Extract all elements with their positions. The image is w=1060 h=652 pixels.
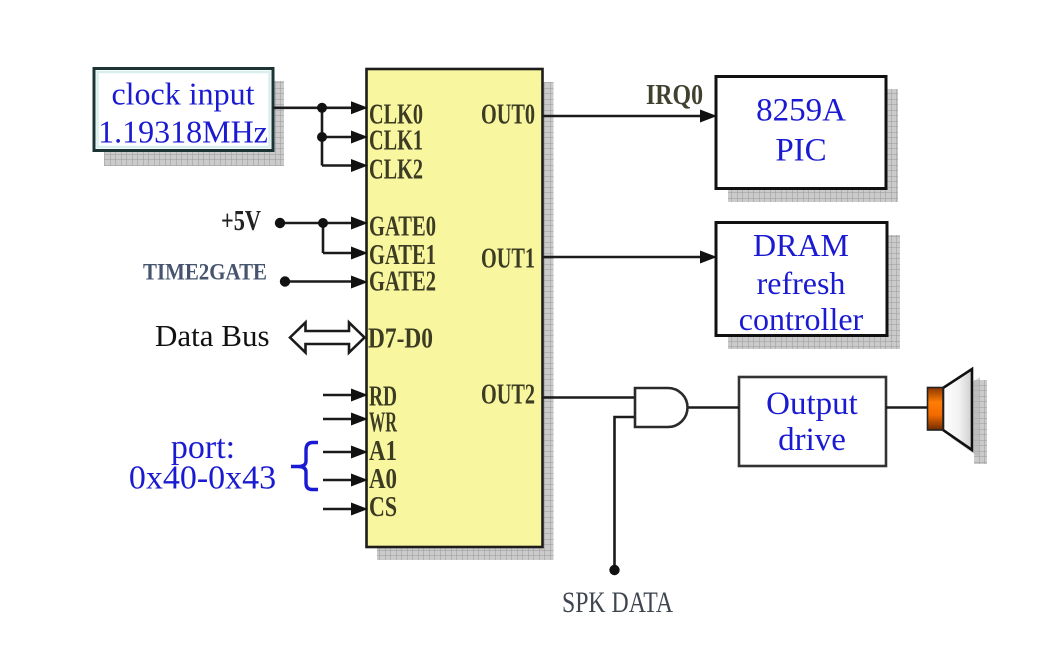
svg-text:CLK2: CLK2 — [369, 154, 423, 185]
svg-text:controller: controller — [739, 301, 864, 337]
svg-text:A0: A0 — [369, 464, 397, 495]
svg-text:0x40-0x43: 0x40-0x43 — [129, 460, 276, 497]
svg-text:8259A: 8259A — [756, 93, 846, 129]
svg-text:IRQ0: IRQ0 — [646, 80, 703, 111]
svg-text:WR: WR — [369, 407, 397, 438]
svg-text:CLK0: CLK0 — [369, 99, 423, 130]
svg-text:OUT1: OUT1 — [481, 243, 535, 274]
svg-text:DRAM: DRAM — [753, 227, 849, 263]
svg-text:OUT2: OUT2 — [481, 379, 535, 410]
svg-text:drive: drive — [778, 422, 846, 458]
svg-text:Output: Output — [766, 386, 858, 422]
svg-text:A1: A1 — [369, 436, 397, 467]
svg-text:CLK1: CLK1 — [369, 125, 423, 156]
svg-text:+5V: +5V — [221, 206, 261, 237]
svg-text:clock input: clock input — [111, 76, 254, 112]
svg-text:1.19318MHz: 1.19318MHz — [98, 114, 268, 150]
svg-text:GATE2: GATE2 — [369, 266, 436, 297]
svg-text:refresh: refresh — [757, 265, 846, 301]
svg-text:CS: CS — [369, 492, 397, 523]
svg-text:Data Bus: Data Bus — [155, 318, 270, 353]
svg-text:OUT0: OUT0 — [481, 99, 535, 130]
svg-text:SPK DATA: SPK DATA — [562, 586, 673, 619]
svg-text:TIME2GATE: TIME2GATE — [143, 260, 267, 285]
svg-text:port:: port: — [171, 429, 235, 466]
svg-text:PIC: PIC — [775, 133, 826, 169]
svg-text:GATE1: GATE1 — [369, 240, 436, 271]
svg-text:GATE0: GATE0 — [369, 211, 436, 242]
svg-text:D7-D0: D7-D0 — [368, 323, 433, 354]
svg-text:RD: RD — [369, 381, 397, 412]
